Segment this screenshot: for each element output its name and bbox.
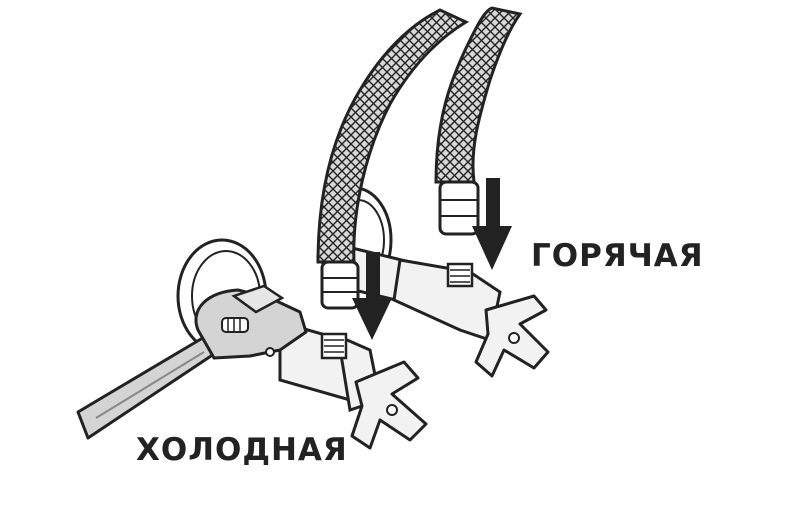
hose-nut-hot — [438, 180, 480, 236]
hose-nut-cold — [320, 260, 360, 310]
arrow-down-icon — [472, 178, 512, 270]
braided-hose-icon — [316, 6, 523, 264]
cross-handle-icon — [474, 294, 550, 378]
arrow-down-icon — [352, 252, 392, 340]
cold-water-label: ХОЛОДНАЯ — [136, 432, 348, 468]
hot-valve — [344, 246, 550, 378]
cross-handle-icon — [350, 360, 428, 450]
adjustable-wrench-icon — [76, 284, 308, 440]
hot-water-label: ГОРЯЧАЯ — [531, 238, 704, 274]
cold-valve — [278, 320, 428, 450]
